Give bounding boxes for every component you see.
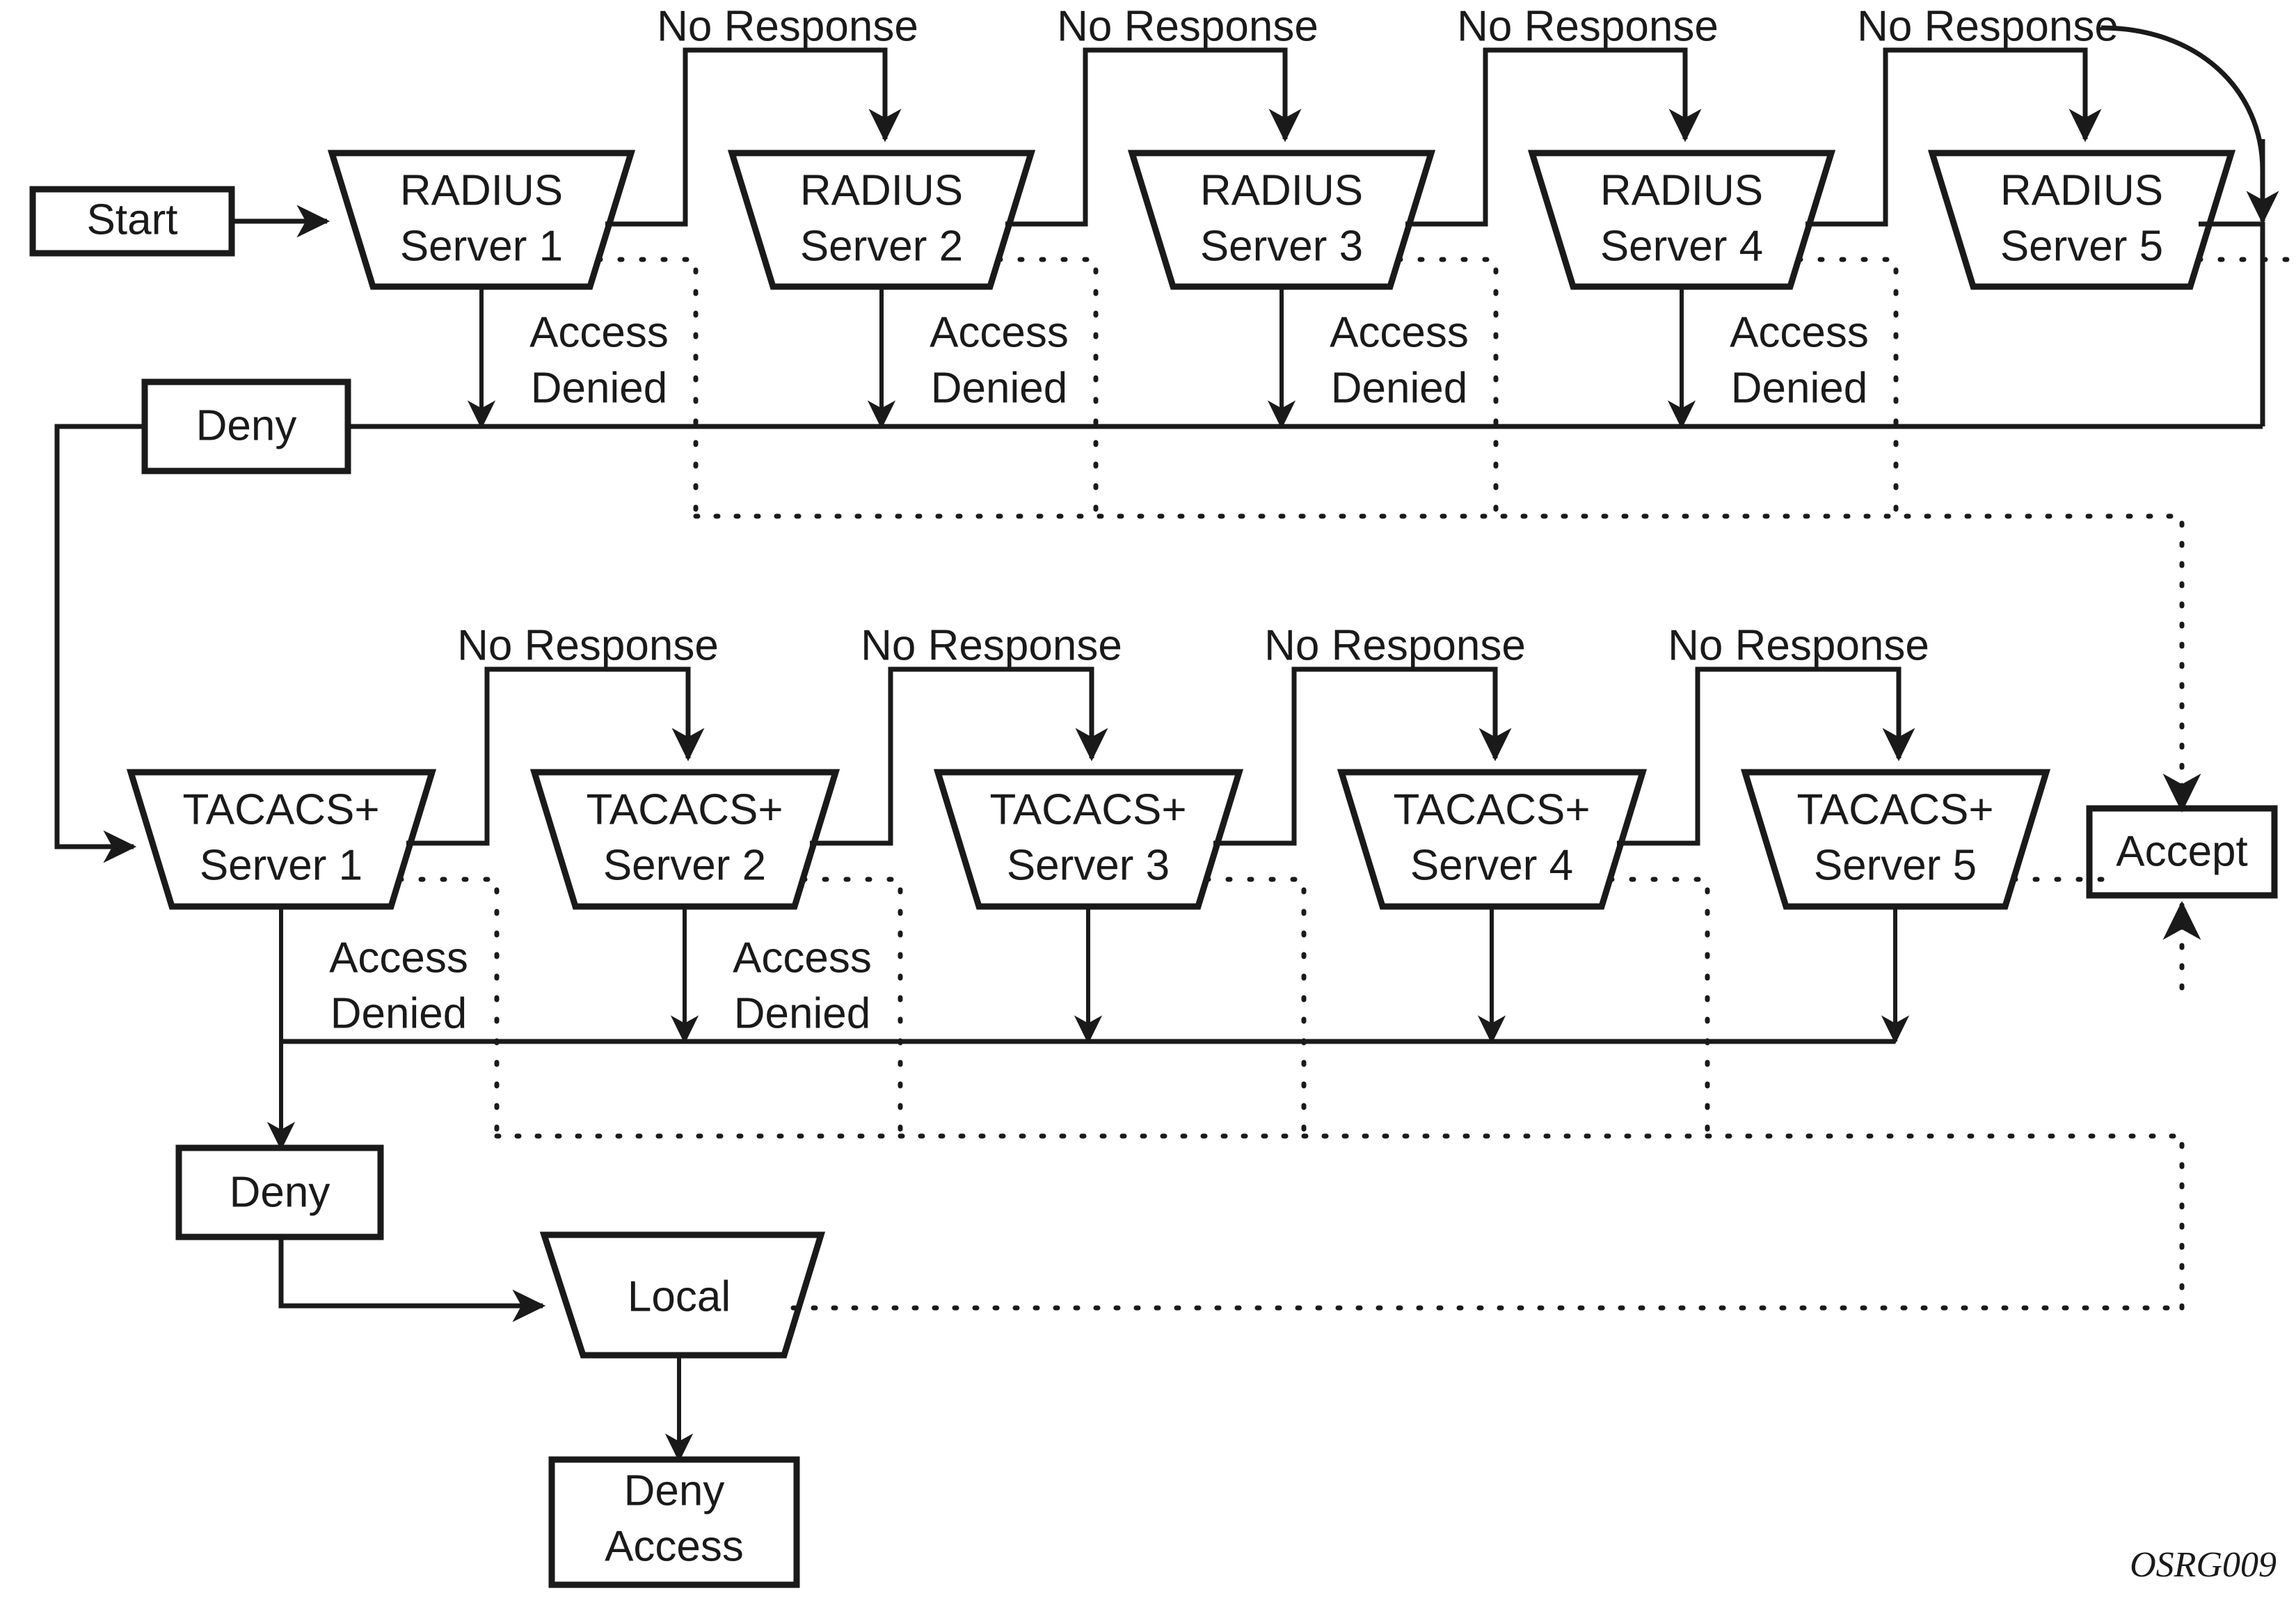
node-start: Start bbox=[29, 186, 235, 257]
edge-deny-radius-to-tacacs1 bbox=[54, 424, 145, 863]
node-tacacs-server-1: TACACS+ Server 1 bbox=[126, 769, 437, 910]
label-radius-access-denied-2-l2: Denied bbox=[931, 364, 1067, 412]
tacacs-3-line1: TACACS+ bbox=[989, 785, 1186, 833]
node-start-label: Start bbox=[87, 195, 178, 243]
node-local-label: Local bbox=[628, 1272, 731, 1320]
edge-tacacs-2-no-response bbox=[810, 666, 1108, 846]
label-tacacs-access-denied-2-l1: Access bbox=[733, 934, 872, 982]
node-deny-tacacs-label: Deny bbox=[230, 1168, 330, 1216]
radius-2-line2: Server 2 bbox=[800, 222, 963, 270]
node-tacacs-server-5: TACACS+ Server 5 bbox=[1740, 769, 2051, 910]
edge-radius-2-no-response bbox=[1005, 47, 1302, 227]
label-tacacs-access-denied-2-l2: Denied bbox=[734, 989, 870, 1037]
label-tacacs-no-response-1: No Response bbox=[457, 621, 719, 669]
radius-4-line1: RADIUS bbox=[1600, 166, 1763, 214]
label-radius-no-response-4: No Response bbox=[1857, 2, 2119, 50]
node-deny-access-line1: Deny bbox=[624, 1467, 725, 1515]
figure-id-label: OSRG009 bbox=[2130, 1545, 2277, 1585]
tacacs-4-line2: Server 4 bbox=[1410, 841, 1573, 889]
label-tacacs-access-denied-1-l2: Denied bbox=[330, 989, 467, 1037]
label-radius-access-denied-3-l2: Denied bbox=[1331, 364, 1467, 412]
radius-5-line2: Server 5 bbox=[2000, 222, 2163, 270]
edge-tacacs-4-accept-dotted bbox=[1607, 877, 1710, 1139]
label-radius-access-denied-3-l1: Access bbox=[1330, 308, 1469, 356]
node-accept-label: Accept bbox=[2116, 827, 2248, 875]
node-tacacs-server-4: TACACS+ Server 4 bbox=[1337, 769, 1648, 910]
label-radius-access-denied-1-l2: Denied bbox=[531, 364, 667, 412]
label-tacacs-no-response-3: No Response bbox=[1264, 621, 1526, 669]
node-deny-tacacs: Deny bbox=[175, 1144, 384, 1240]
label-radius-access-denied-2-l1: Access bbox=[930, 308, 1069, 356]
label-radius-access-denied-4-l1: Access bbox=[1730, 308, 1869, 356]
node-local: Local bbox=[539, 1231, 826, 1359]
tacacs-2-line1: TACACS+ bbox=[586, 785, 783, 833]
edge-tacacs-1-no-response bbox=[406, 666, 705, 846]
edge-tacacs-3-no-response bbox=[1213, 666, 1512, 846]
label-radius-no-response-3: No Response bbox=[1457, 2, 1719, 50]
node-deny-access: Deny Access bbox=[548, 1456, 800, 1588]
node-accept: Accept bbox=[2086, 805, 2278, 899]
label-tacacs-access-denied-1-l1: Access bbox=[329, 934, 468, 982]
tacacs-2-line2: Server 2 bbox=[603, 841, 766, 889]
label-radius-access-denied-1-l1: Access bbox=[529, 308, 669, 356]
radius-2-line1: RADIUS bbox=[800, 166, 963, 214]
tacacs-1-line1: TACACS+ bbox=[182, 785, 379, 833]
tacacs-3-line2: Server 3 bbox=[1007, 841, 1170, 889]
node-radius-server-3: RADIUS Server 3 bbox=[1127, 150, 1436, 290]
edge-radius-4-no-response bbox=[1805, 47, 2102, 227]
tacacs-4-line1: TACACS+ bbox=[1393, 785, 1590, 833]
edge-radius-3-no-response bbox=[1405, 47, 1702, 227]
edge-tacacs-4-no-response bbox=[1617, 666, 1915, 846]
radius-1-line2: Server 1 bbox=[400, 222, 563, 270]
edge-deny-tacacs-to-local bbox=[278, 1237, 546, 1323]
node-deny-radius: Deny bbox=[141, 378, 351, 474]
node-deny-access-line2: Access bbox=[605, 1522, 744, 1570]
radius-3-line1: RADIUS bbox=[1200, 166, 1363, 214]
tacacs-1-line2: Server 1 bbox=[200, 841, 362, 889]
label-tacacs-no-response-4: No Response bbox=[1668, 621, 1929, 669]
node-radius-server-1: RADIUS Server 1 bbox=[327, 150, 636, 290]
radius-3-line2: Server 3 bbox=[1200, 222, 1363, 270]
radius-4-line2: Server 4 bbox=[1600, 222, 1763, 270]
label-radius-no-response-1: No Response bbox=[657, 2, 918, 50]
node-radius-server-4: RADIUS Server 4 bbox=[1527, 150, 1836, 290]
label-radius-no-response-2: No Response bbox=[1057, 2, 1318, 50]
node-tacacs-server-3: TACACS+ Server 3 bbox=[933, 769, 1244, 910]
radius-1-line1: RADIUS bbox=[400, 166, 563, 214]
node-deny-radius-label: Deny bbox=[196, 401, 297, 449]
node-radius-server-2: RADIUS Server 2 bbox=[727, 150, 1036, 290]
edge-tacacs-3-accept-dotted bbox=[1204, 877, 1307, 1139]
label-radius-access-denied-4-l2: Denied bbox=[1731, 364, 1867, 412]
edge-radius-5-no-response-curve bbox=[2100, 25, 2265, 171]
node-radius-server-5: RADIUS Server 5 bbox=[1927, 150, 2236, 290]
edge-radius-5-to-deny-bus bbox=[2199, 221, 2265, 426]
edge-radius-1-no-response bbox=[605, 47, 902, 227]
tacacs-5-line2: Server 5 bbox=[1814, 841, 1977, 889]
node-tacacs-server-2: TACACS+ Server 2 bbox=[529, 769, 840, 910]
radius-5-line1: RADIUS bbox=[2000, 166, 2163, 214]
label-tacacs-no-response-2: No Response bbox=[861, 621, 1122, 669]
tacacs-5-line1: TACACS+ bbox=[1796, 785, 1993, 833]
